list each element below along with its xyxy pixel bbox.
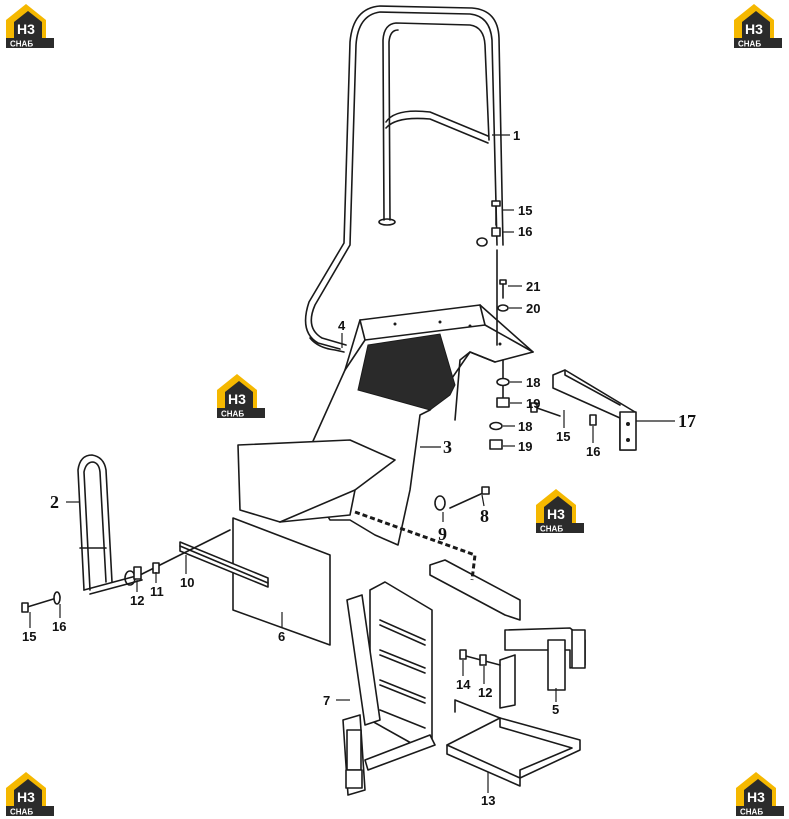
part-10-strip <box>179 541 269 588</box>
logo-top-text: H3 <box>228 391 246 407</box>
callout-6: 6 <box>278 629 285 644</box>
bracket-17-fasteners <box>530 402 597 426</box>
callout-17: 17 <box>678 411 696 431</box>
vertical-fastener-stack <box>476 200 510 450</box>
callout-1: 1 <box>513 128 520 143</box>
callout-5: 5 <box>552 702 559 717</box>
callout-18-lower: 18 <box>518 419 532 434</box>
callout-3: 3 <box>443 437 452 457</box>
callout-13: 13 <box>481 793 495 808</box>
part-13-bottom-frame <box>446 699 581 787</box>
logo-bottom-text: СНАБ <box>221 410 244 419</box>
watermark-logo-bottom-left: H3 СНАБ <box>6 772 54 817</box>
callout-20: 20 <box>526 301 540 316</box>
part-7-ladder-frame <box>342 581 436 796</box>
dashed-assembly-line <box>354 510 477 581</box>
callout-11: 11 <box>150 584 164 599</box>
fasteners-8-9 <box>434 486 490 511</box>
logo-bottom-text: СНАБ <box>738 40 761 49</box>
callout-15-left: 15 <box>22 629 36 644</box>
callout-16-bracket: 16 <box>586 444 600 459</box>
watermark-logo-bottom-right: H3 СНАБ <box>736 772 784 817</box>
logo-top-text: H3 <box>17 21 35 37</box>
watermark-logo-middle-right: H3 СНАБ <box>536 489 584 534</box>
callout-9: 9 <box>438 524 447 544</box>
part-2-grab-handle <box>77 454 143 595</box>
logo-top-text: H3 <box>17 789 35 805</box>
callout-15-top: 15 <box>518 203 532 218</box>
callout-10: 10 <box>180 575 194 590</box>
callout-14: 14 <box>456 677 471 692</box>
callout-12-left: 12 <box>130 593 144 608</box>
callout-18-upper: 18 <box>526 375 540 390</box>
logo-top-text: H3 <box>547 506 565 522</box>
callout-2: 2 <box>50 492 59 512</box>
callout-15-bracket: 15 <box>556 429 570 444</box>
part-1-upper-handrail <box>304 5 504 353</box>
callout-7: 7 <box>323 693 330 708</box>
logo-top-text: H3 <box>745 21 763 37</box>
callout-16-top: 16 <box>518 224 532 239</box>
handle-fasteners <box>21 529 231 613</box>
logo-bottom-text: СНАБ <box>10 40 33 49</box>
leader-lines <box>29 134 675 793</box>
part-5-side-bracket <box>429 559 586 709</box>
part-6-cover-panel <box>232 439 396 646</box>
callout-19-lower: 19 <box>518 439 532 454</box>
logo-bottom-text: СНАБ <box>740 808 763 817</box>
callout-4: 4 <box>338 318 346 333</box>
callout-8: 8 <box>480 506 489 526</box>
logo-top-text: H3 <box>747 789 765 805</box>
callout-21: 21 <box>526 279 540 294</box>
part-17-angle-bracket <box>552 369 637 451</box>
callout-19-upper: 19 <box>526 396 540 411</box>
watermark-logo-top-left: H3 СНАБ <box>6 4 54 49</box>
frame-fasteners <box>459 649 501 666</box>
logo-bottom-text: СНАБ <box>540 525 563 534</box>
watermark-logo-top-right: H3 СНАБ <box>734 4 782 49</box>
watermark-logo-middle-left: H3 СНАБ <box>217 374 265 419</box>
callout-12-right: 12 <box>478 685 492 700</box>
callout-16-left: 16 <box>52 619 66 634</box>
logo-bottom-text: СНАБ <box>10 808 33 817</box>
